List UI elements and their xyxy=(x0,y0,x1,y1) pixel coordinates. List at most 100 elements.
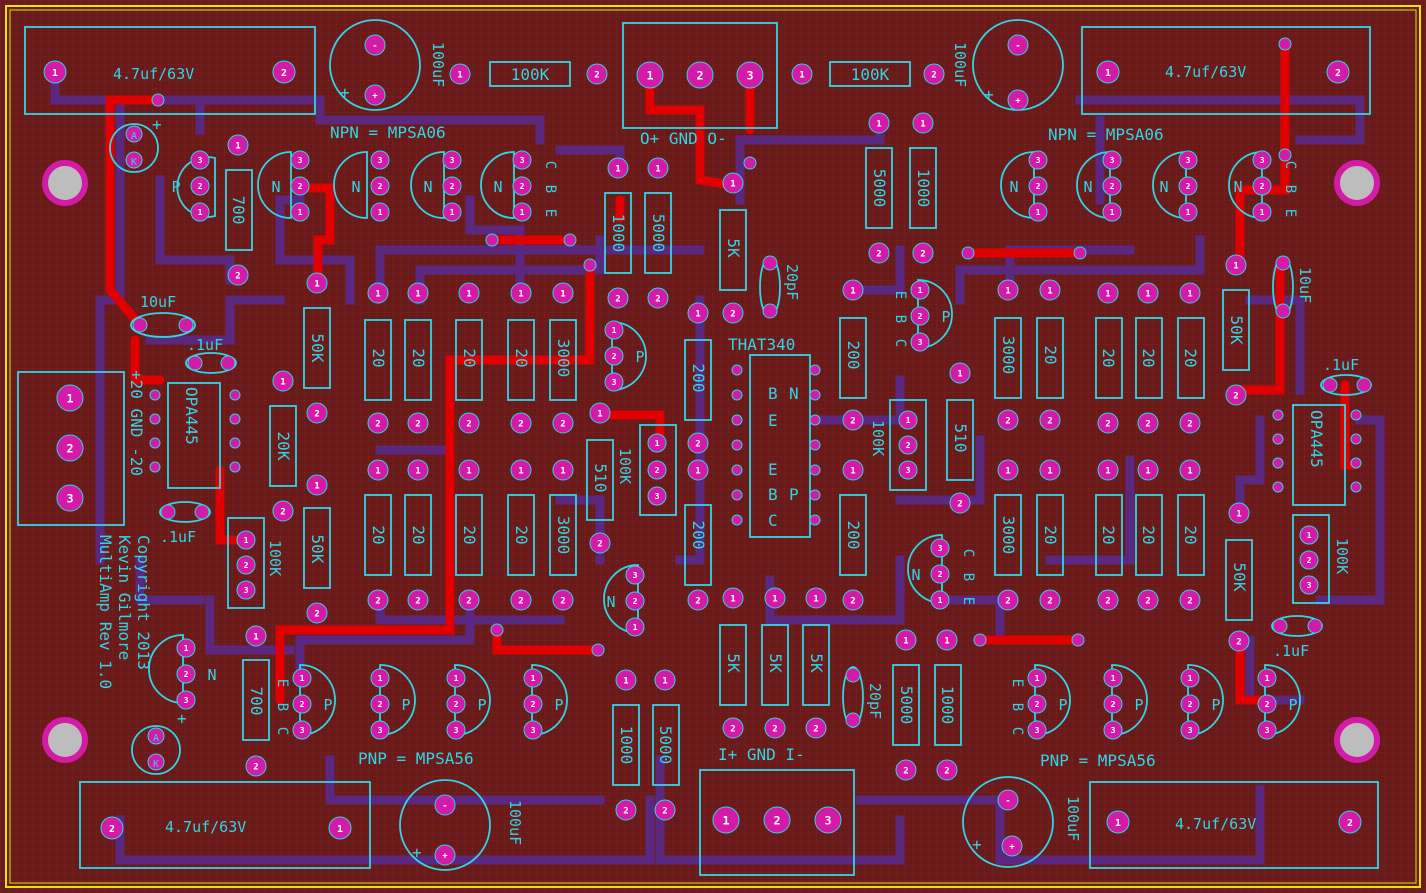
pad-number: 2 xyxy=(560,597,565,607)
diode-a: A xyxy=(153,733,159,744)
transistor-pad xyxy=(523,668,543,688)
resistor-pad xyxy=(407,459,429,481)
small-cap-pad xyxy=(1307,618,1323,634)
resistor-pad xyxy=(687,459,709,481)
resistor-value: 50K xyxy=(308,334,327,363)
pad-number: 3 xyxy=(1110,155,1115,165)
pad-number: 1 xyxy=(615,165,620,175)
resistor-pad xyxy=(510,589,532,611)
resistor-pad xyxy=(997,409,1019,431)
pad-number: 2 xyxy=(1005,597,1010,607)
cap20p-label-1: 20pF xyxy=(783,264,801,300)
resistor-pad xyxy=(510,459,532,481)
pot-pad xyxy=(647,460,667,480)
cap100-label-2: 100uF xyxy=(951,42,969,87)
pad-number: 1 xyxy=(730,595,735,605)
transistor-pad xyxy=(1103,668,1123,688)
transistor-pad xyxy=(512,150,532,170)
in-conn-pad xyxy=(763,806,791,834)
resistor-pad xyxy=(449,63,471,85)
out-conn-label: O+ GND O- xyxy=(640,129,727,148)
transistor-pad xyxy=(1027,668,1047,688)
pot-pad xyxy=(1299,575,1319,595)
transistor-type: N xyxy=(207,666,216,684)
pad-number: 2 xyxy=(931,71,936,81)
resistor-value: 5000 xyxy=(656,726,675,765)
cap-label-tl: 4.7uf/63V xyxy=(113,65,194,83)
pad-number: 1 xyxy=(1188,673,1193,683)
elcap-pad xyxy=(434,794,456,816)
transistor-pin-letter: B xyxy=(1282,185,1298,193)
ic-pad xyxy=(809,464,821,476)
resistor-pad xyxy=(1039,589,1061,611)
transistor-pad xyxy=(625,565,645,585)
resistor-value: 20 xyxy=(1181,348,1200,367)
pad-number: 1 xyxy=(184,643,189,653)
transistor-pad xyxy=(604,372,624,392)
pad-number: 2 xyxy=(1047,417,1052,427)
pad-number: 2 xyxy=(623,807,628,817)
pad-number: 1 xyxy=(957,370,962,380)
cap-pad xyxy=(43,60,67,84)
transistor-pad xyxy=(1257,720,1277,740)
pad-number: 1 xyxy=(375,467,380,477)
resistor-pad xyxy=(936,629,958,651)
out-conn-pad xyxy=(736,61,764,89)
pad-number: 2 xyxy=(1260,181,1265,191)
pad-number: 1 xyxy=(633,622,638,632)
transistor-pad xyxy=(1102,150,1122,170)
pad-number: 1 xyxy=(1187,467,1192,477)
resistor-pad xyxy=(458,282,480,304)
resistor-value: 20 xyxy=(1099,348,1118,367)
pad-number: 2 xyxy=(850,597,855,607)
pad-number: 2 xyxy=(415,420,420,430)
opamp-pad xyxy=(149,413,161,425)
pad-number: 1 xyxy=(1115,818,1121,829)
transistor-pad xyxy=(1180,694,1200,714)
resistor-pad xyxy=(936,759,958,781)
pad-number: 1 xyxy=(799,71,804,81)
resistor-pad xyxy=(722,587,744,609)
resistor-value: 20 xyxy=(512,348,531,367)
pad-number: 2 xyxy=(1047,597,1052,607)
pad-number: 1 xyxy=(198,207,203,217)
cap01-label-2: .1uF xyxy=(160,528,196,546)
resistor-pad xyxy=(1097,589,1119,611)
pad-number: 2 xyxy=(520,181,525,191)
ic-pad xyxy=(731,489,743,501)
cap-pad xyxy=(272,60,296,84)
pad-number: - xyxy=(372,42,377,52)
pad-number: 2 xyxy=(662,807,667,817)
resistor-value: 700 xyxy=(229,196,248,225)
pad-number: 2 xyxy=(518,420,523,430)
resistor-pad xyxy=(615,799,637,821)
pot-pad xyxy=(647,433,667,453)
pad-number: 2 xyxy=(1187,597,1192,607)
transistor-type: N xyxy=(493,178,502,196)
pad-number: 1 xyxy=(1307,530,1312,540)
small-cap-pad xyxy=(194,504,210,520)
transistor-pad xyxy=(910,332,930,352)
resistor-pad xyxy=(552,282,574,304)
pad-number: 1 xyxy=(646,69,653,83)
pad-number: 1 xyxy=(1036,207,1041,217)
pad-number: 1 xyxy=(1236,510,1241,520)
npn-label-right: NPN = MPSA06 xyxy=(1048,125,1164,144)
pad-number: 1 xyxy=(457,71,462,81)
pad-number: 3 xyxy=(938,543,943,553)
transistor-pad xyxy=(176,690,196,710)
transistor-pin-letter: B xyxy=(892,315,908,323)
resistor-value: 20 xyxy=(369,348,388,367)
pad-number: 2 xyxy=(378,699,383,709)
transistor-pad xyxy=(290,150,310,170)
pad-number: 1 xyxy=(244,535,249,545)
transistor-pin-letter: C xyxy=(1009,727,1025,735)
pad-number: 2 xyxy=(66,442,73,456)
transistor-type: P xyxy=(1134,696,1143,714)
pad-number: 3 xyxy=(244,585,249,595)
mount-hole-tl xyxy=(42,160,88,206)
pad-number: 1 xyxy=(518,290,523,300)
pad-number: 2 xyxy=(454,699,459,709)
resistor-pad xyxy=(647,157,669,179)
